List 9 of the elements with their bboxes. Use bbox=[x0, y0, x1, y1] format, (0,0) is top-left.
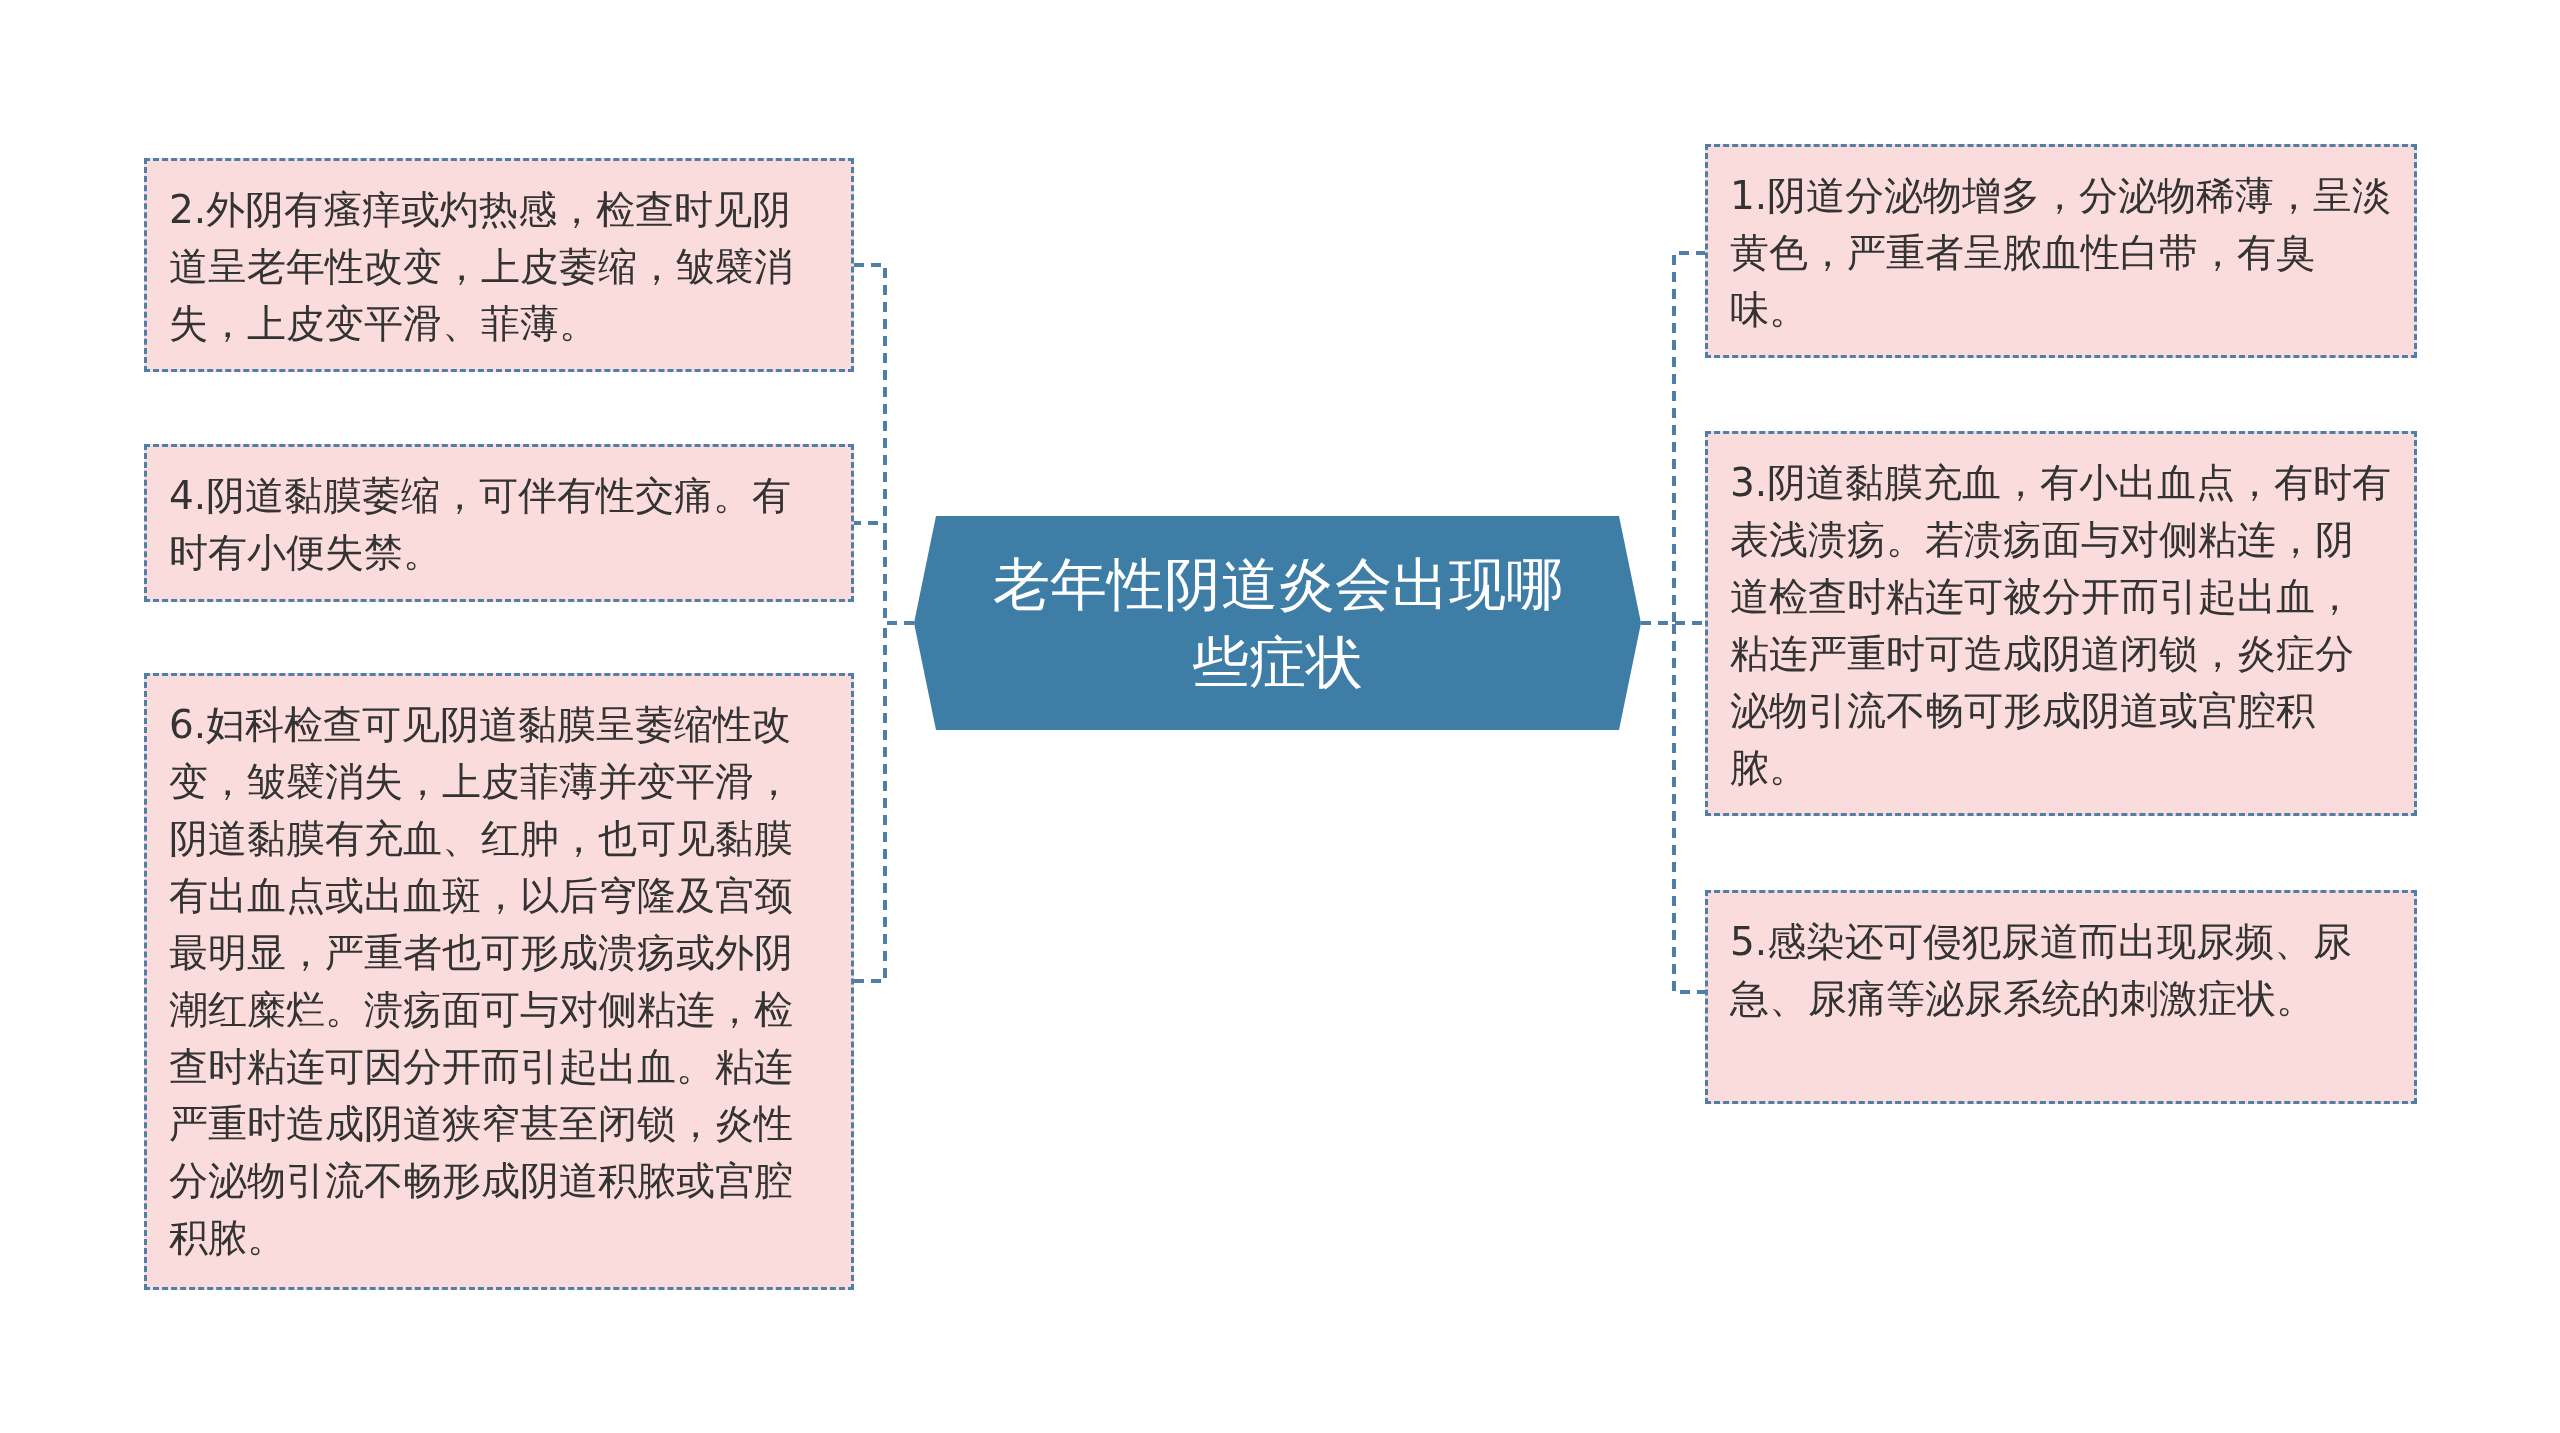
symptom-box: 4.阴道黏膜萎缩，可伴有性交痛。有时有小便失禁。 bbox=[144, 444, 854, 602]
symptom-box: 5.感染还可侵犯尿道而出现尿频、尿急、尿痛等泌尿系统的刺激症状。 bbox=[1705, 890, 2417, 1104]
symptom-box: 1.阴道分泌物增多，分泌物稀薄，呈淡黄色，严重者呈脓血性白带，有臭味。 bbox=[1705, 144, 2417, 358]
topic-hexagon: 老年性阴道炎会出现哪些症状 bbox=[914, 516, 1641, 730]
symptom-box: 6.妇科检查可见阴道黏膜呈萎缩性改变，皱襞消失，上皮菲薄并变平滑，阴道黏膜有充血、红肿，也可见黏膜有出血点或出血斑，以后穹隆及宫颈最明显，严重者也可形成溃疡或外阴潮红糜烂。溃疡面可与对侧粘连，检查时粘连可因分开而引起出血。粘连严重时造成阴道狭窄甚至闭锁，炎性分泌物引流不畅形成阴道积脓或宫腔积脓。 bbox=[144, 673, 854, 1290]
connector-line bbox=[854, 621, 914, 983]
symptom-box: 3.阴道黏膜充血，有小出血点，有时有表浅溃疡。若溃疡面与对侧粘连，阴道检查时粘连可被分开而引起出血，粘连严重时可造成阴道闭锁，炎症分泌物引流不畅可形成阴道或宫腔积脓。 bbox=[1705, 431, 2417, 816]
connector-line bbox=[1641, 621, 1705, 994]
symptom-box: 2.外阴有瘙痒或灼热感，检查时见阴道呈老年性改变，上皮萎缩，皱襞消失，上皮变平滑、菲薄。 bbox=[144, 158, 854, 372]
